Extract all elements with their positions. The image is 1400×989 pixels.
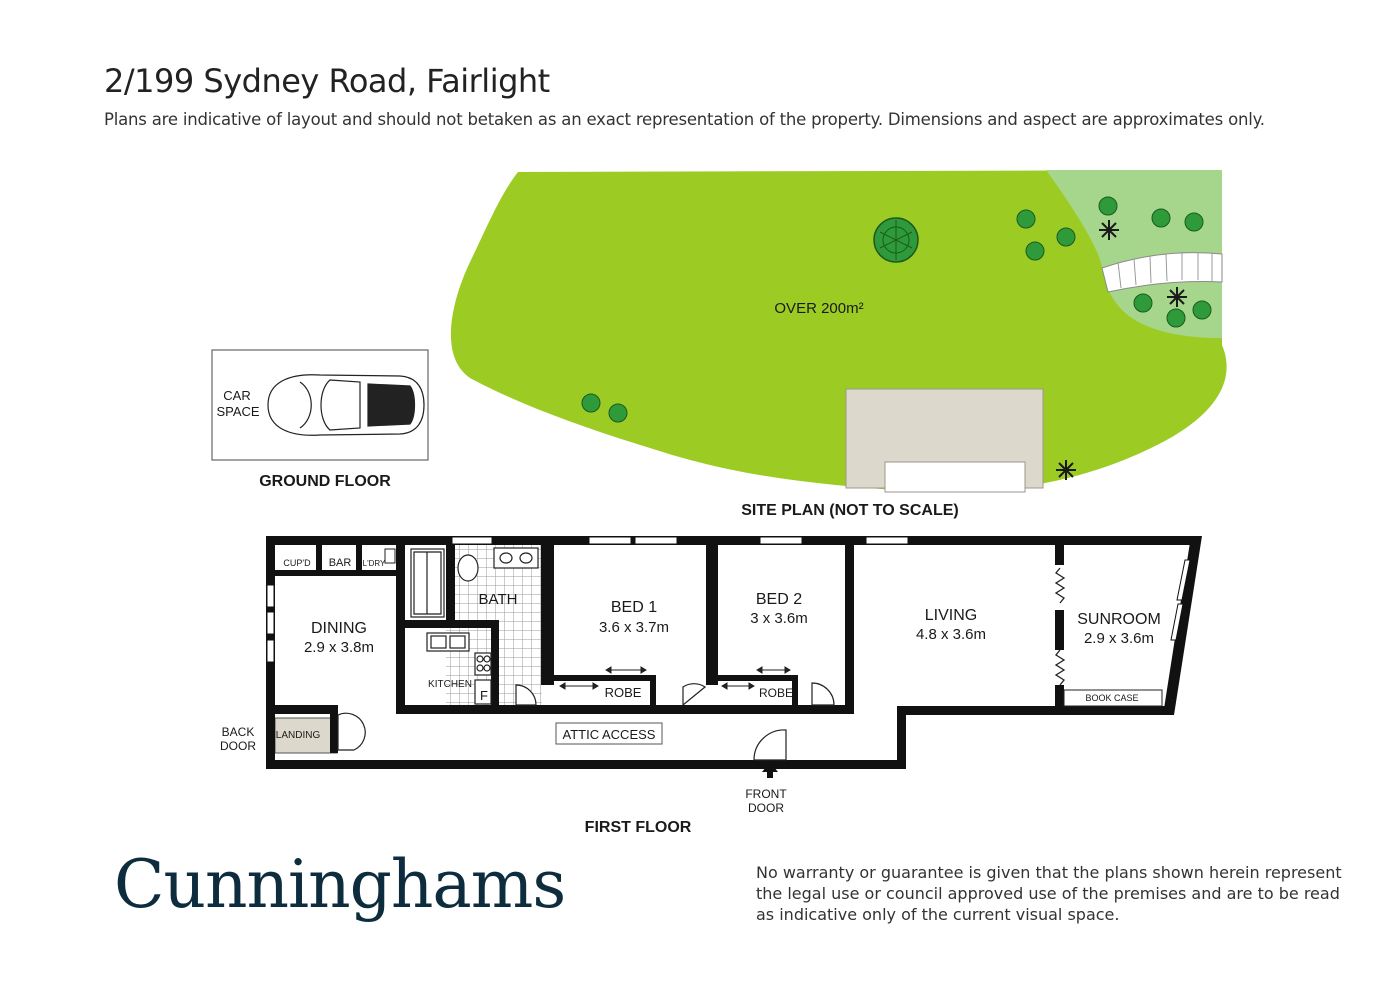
site-area-label: OVER 200m² bbox=[774, 300, 863, 317]
tree-icon bbox=[873, 217, 919, 263]
robe1-label: ROBE bbox=[605, 685, 642, 700]
sunroom-label: SUNROOM bbox=[1077, 611, 1161, 628]
kitchen-label: KITCHEN bbox=[428, 679, 472, 690]
bed1-label: BED 1 bbox=[611, 599, 657, 616]
laundry-label: L'DRY bbox=[363, 559, 386, 568]
book-case-label: BOOK CASE bbox=[1085, 693, 1138, 703]
first-floor-label: FIRST FLOOR bbox=[585, 819, 692, 836]
plant-icon bbox=[1056, 220, 1187, 480]
site-plan: OVER 200m² SITE PLAN (NOT TO SCALE) bbox=[450, 170, 1227, 519]
back-door-label-line2: DOOR bbox=[220, 739, 256, 753]
bath-fixtures bbox=[410, 547, 539, 618]
arrow-up-icon bbox=[762, 762, 778, 778]
back-door-label-line1: BACK bbox=[222, 725, 255, 739]
front-door-label-line2: DOOR bbox=[748, 801, 784, 815]
sunroom-size: 2.9 x 3.6m bbox=[1084, 630, 1154, 647]
bed2-label: BED 2 bbox=[756, 591, 802, 608]
dining-label: DINING bbox=[311, 620, 367, 637]
sliding-door-icon bbox=[1054, 567, 1066, 686]
cupboard-label: CUP'D bbox=[283, 558, 311, 568]
front-door-label-line1: FRONT bbox=[745, 787, 787, 801]
car-icon bbox=[267, 374, 425, 436]
laundry-tub bbox=[384, 548, 396, 564]
robe2-label: ROBE bbox=[759, 686, 793, 700]
garden-path bbox=[1101, 252, 1223, 293]
page-title: 2/199 Sydney Road, Fairlight bbox=[104, 62, 550, 100]
car-space: CAR SPACE GROUND FLOOR bbox=[211, 349, 429, 490]
bar-label: BAR bbox=[329, 557, 352, 569]
first-floor-plan: BATH KITCHEN F CUP'D BAR L'DRY DINING 2.… bbox=[220, 536, 1202, 836]
sunroom-windows bbox=[1170, 559, 1191, 641]
landing-area bbox=[274, 717, 338, 754]
disclaimer-line: the legal use or council approved use of… bbox=[756, 884, 1340, 903]
fridge-label: F bbox=[480, 688, 488, 703]
car-space-label-line2: SPACE bbox=[216, 404, 259, 419]
dining-size: 2.9 x 3.8m bbox=[304, 639, 374, 656]
door-swings bbox=[337, 682, 835, 761]
garage-slab bbox=[884, 461, 1026, 493]
bed2-size: 3 x 3.6m bbox=[750, 610, 808, 627]
car-space-label-line1: CAR bbox=[223, 388, 250, 403]
bath-label: BATH bbox=[479, 591, 518, 608]
page-subtitle: Plans are indicative of layout and shoul… bbox=[104, 110, 1265, 129]
bed1-size: 3.6 x 3.7m bbox=[599, 619, 669, 636]
windows bbox=[266, 536, 909, 663]
site-plan-label: SITE PLAN (NOT TO SCALE) bbox=[741, 502, 958, 519]
walls bbox=[266, 536, 1202, 769]
attic-access-label: ATTIC ACCESS bbox=[563, 727, 656, 742]
kitchen-fixtures bbox=[426, 632, 492, 705]
disclaimer-line: as indicative only of the current visual… bbox=[756, 905, 1120, 924]
ground-floor-label: GROUND FLOOR bbox=[259, 473, 391, 490]
disclaimer-line: No warranty or guarantee is given that t… bbox=[756, 863, 1342, 882]
living-size: 4.8 x 3.6m bbox=[916, 626, 986, 643]
robe-arrows bbox=[559, 666, 791, 690]
landing-label: LANDING bbox=[276, 730, 321, 741]
brand-logo: Cunninghams bbox=[114, 846, 566, 923]
living-label: LIVING bbox=[925, 607, 977, 624]
disclaimer: No warranty or guarantee is given that t… bbox=[756, 862, 1342, 925]
shrub-icon bbox=[581, 196, 1212, 423]
